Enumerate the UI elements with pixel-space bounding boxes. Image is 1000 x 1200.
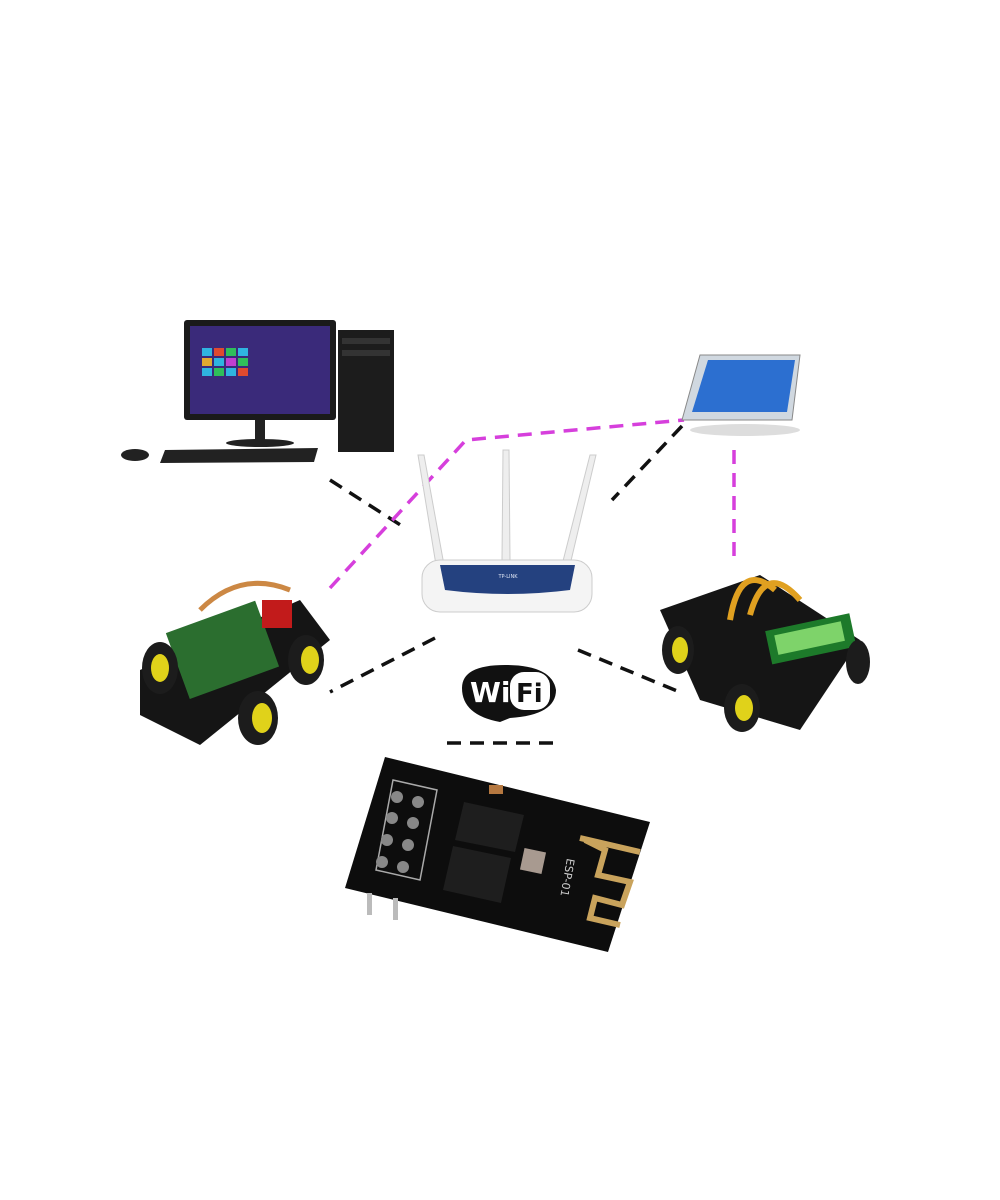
- robot-car-left-icon: [140, 580, 330, 745]
- wifi-router-icon: TP-LINK: [417, 449, 597, 613]
- link-phone-router: [610, 424, 684, 502]
- links: [328, 418, 736, 745]
- wireless-link-left-car-phone: [328, 418, 685, 590]
- router-brand-label: TP-LINK: [497, 574, 518, 580]
- link-router-left-car: [329, 636, 436, 694]
- robot-car-right-icon: [660, 575, 870, 732]
- link-pc-router: [329, 478, 403, 528]
- wifi-logo: Wi Fi: [462, 665, 556, 722]
- esp8266-module-icon: ESP-01: [345, 757, 650, 952]
- desktop-computer-icon: [121, 320, 394, 463]
- link-router-right-car: [577, 648, 683, 695]
- smartphone-icon: [681, 354, 801, 436]
- wifi-logo-fi: Fi: [516, 679, 543, 709]
- wifi-logo-wi: Wi: [470, 676, 510, 709]
